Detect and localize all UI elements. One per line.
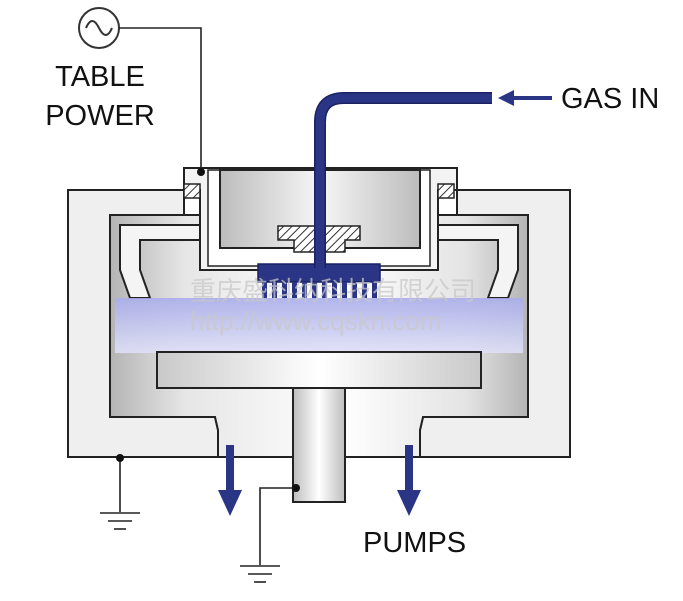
plasma-region	[115, 298, 523, 353]
substrate-table	[156, 351, 482, 389]
nozzle	[292, 282, 297, 298]
nozzle	[372, 282, 377, 298]
wiring	[119, 27, 296, 565]
watermark-url: http://www.cqskn.com	[190, 306, 441, 336]
nozzle	[332, 282, 337, 298]
table-power-label-line2: POWER	[45, 100, 155, 132]
pump-arrow-left-icon	[218, 445, 242, 516]
nozzle	[312, 282, 317, 298]
nozzle	[322, 282, 327, 298]
table-power-label-line1: TABLE	[55, 61, 145, 93]
gas-line	[314, 92, 492, 268]
nozzle	[352, 282, 357, 298]
pump-arrow-right-icon	[397, 445, 421, 516]
insulator-right	[437, 183, 455, 199]
nozzle	[272, 282, 277, 298]
gas-in-label: GAS IN	[561, 83, 659, 115]
gas-in-arrow-icon	[498, 90, 552, 106]
ground-icon	[100, 512, 140, 530]
nozzle	[262, 282, 267, 298]
pumps-label: PUMPS	[363, 527, 466, 559]
table-shaft	[292, 387, 346, 503]
ac-source-icon	[78, 7, 120, 49]
connection-dot	[197, 168, 205, 176]
nozzle	[282, 282, 287, 298]
ground-icon	[240, 565, 280, 583]
watermark-company: 重庆盛科纳科技有限公司	[190, 276, 476, 306]
connection-dot	[116, 454, 124, 462]
insulator-left	[183, 183, 201, 199]
connection-dot	[292, 484, 300, 492]
nozzle	[342, 282, 347, 298]
nozzle	[362, 282, 367, 298]
nozzle	[302, 282, 307, 298]
showerhead-nozzles	[262, 282, 377, 298]
